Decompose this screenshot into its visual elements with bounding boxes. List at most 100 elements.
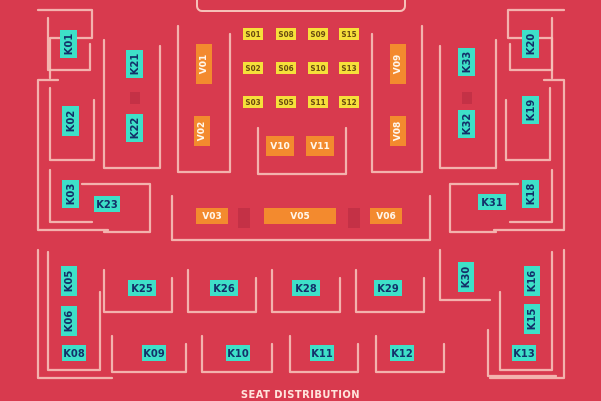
section-label: S10 — [310, 63, 326, 73]
stage-edge — [196, 0, 406, 12]
section-v02[interactable]: V02 — [194, 116, 210, 146]
section-k20[interactable]: K20 — [522, 30, 539, 58]
section-k01[interactable]: K01 — [60, 30, 77, 58]
section-v05[interactable]: V05 — [264, 208, 336, 224]
section-label: K02 — [64, 110, 78, 132]
section-s08[interactable]: S08 — [276, 28, 296, 40]
section-s01[interactable]: S01 — [243, 28, 263, 40]
section-label: K20 — [524, 33, 538, 55]
section-k05[interactable]: K05 — [61, 266, 77, 296]
section-k25[interactable]: K25 — [128, 280, 156, 296]
section-label: K25 — [131, 281, 153, 295]
section-k18[interactable]: K18 — [522, 180, 539, 208]
section-k16[interactable]: K16 — [524, 266, 540, 296]
section-k11[interactable]: K11 — [310, 345, 334, 361]
section-label: V11 — [310, 140, 330, 152]
section-label: S06 — [278, 63, 294, 73]
section-v11[interactable]: V11 — [306, 136, 334, 156]
section-label: K12 — [391, 346, 413, 360]
section-k10[interactable]: K10 — [226, 345, 250, 361]
section-s02[interactable]: S02 — [243, 62, 263, 74]
section-k09[interactable]: K09 — [142, 345, 166, 361]
section-k26[interactable]: K26 — [210, 280, 238, 296]
section-k29[interactable]: K29 — [374, 280, 402, 296]
section-label: K21 — [128, 53, 142, 75]
section-label: V06 — [376, 210, 396, 222]
section-k08[interactable]: K08 — [62, 345, 86, 361]
section-s03[interactable]: S03 — [243, 96, 263, 108]
section-label: K26 — [213, 281, 235, 295]
section-label: V01 — [198, 54, 210, 74]
section-label: K08 — [63, 346, 85, 360]
section-label: K19 — [524, 99, 538, 121]
section-label: V03 — [202, 210, 222, 222]
section-label: K01 — [62, 33, 76, 55]
section-label: K16 — [525, 270, 539, 292]
section-s13[interactable]: S13 — [339, 62, 359, 74]
section-label: S01 — [245, 29, 261, 39]
section-label: S05 — [278, 97, 294, 107]
section-s06[interactable]: S06 — [276, 62, 296, 74]
section-s09[interactable]: S09 — [308, 28, 328, 40]
section-label: K15 — [525, 308, 539, 330]
section-k31[interactable]: K31 — [478, 194, 506, 210]
section-label: K32 — [460, 113, 474, 135]
section-v10[interactable]: V10 — [266, 136, 294, 156]
section-label: K31 — [481, 195, 503, 209]
section-s11[interactable]: S11 — [308, 96, 328, 108]
section-label: K13 — [513, 346, 535, 360]
section-k28[interactable]: K28 — [292, 280, 320, 296]
section-v09[interactable]: V09 — [390, 44, 406, 84]
section-k12[interactable]: K12 — [390, 345, 414, 361]
wall-outer-nw — [36, 8, 94, 80]
section-k32[interactable]: K32 — [458, 110, 475, 138]
section-s05[interactable]: S05 — [276, 96, 296, 108]
section-label: K05 — [62, 270, 76, 292]
section-k21[interactable]: K21 — [126, 50, 143, 78]
section-label: K18 — [524, 183, 538, 205]
section-label: K03 — [64, 183, 78, 205]
section-label: K29 — [377, 281, 399, 295]
section-label: S08 — [278, 29, 294, 39]
section-label: K33 — [460, 51, 474, 73]
section-label: K06 — [62, 310, 76, 332]
section-label: S11 — [310, 97, 326, 107]
section-k03[interactable]: K03 — [62, 180, 79, 208]
section-k22[interactable]: K22 — [126, 114, 143, 142]
section-k13[interactable]: K13 — [512, 345, 536, 361]
section-label: V02 — [196, 121, 208, 141]
section-v08[interactable]: V08 — [390, 116, 406, 146]
section-label: K28 — [295, 281, 317, 295]
section-label: S02 — [245, 63, 261, 73]
section-label: K09 — [143, 346, 165, 360]
section-label: S15 — [341, 29, 357, 39]
seat-distribution-caption: SEAT DISTRIBUTION — [240, 388, 361, 401]
section-k30[interactable]: K30 — [458, 262, 474, 292]
section-label: S09 — [310, 29, 326, 39]
section-k23[interactable]: K23 — [94, 196, 120, 212]
section-k19[interactable]: K19 — [522, 96, 539, 124]
section-label: K10 — [227, 346, 249, 360]
section-label: K30 — [459, 266, 473, 288]
section-label: S13 — [341, 63, 357, 73]
section-label: V09 — [392, 54, 404, 74]
section-k06[interactable]: K06 — [61, 306, 77, 336]
section-k02[interactable]: K02 — [62, 106, 79, 136]
section-label: V10 — [270, 140, 290, 152]
section-s10[interactable]: S10 — [308, 62, 328, 74]
section-label: K22 — [128, 117, 142, 139]
section-label: S03 — [245, 97, 261, 107]
section-label: V08 — [392, 121, 404, 141]
section-label: V05 — [290, 210, 310, 222]
section-v06[interactable]: V06 — [370, 208, 402, 224]
section-s15[interactable]: S15 — [339, 28, 359, 40]
section-k15[interactable]: K15 — [524, 304, 540, 334]
section-label: K23 — [96, 197, 118, 211]
section-v03[interactable]: V03 — [196, 208, 228, 224]
section-label: K11 — [311, 346, 333, 360]
section-k33[interactable]: K33 — [458, 48, 475, 76]
section-s12[interactable]: S12 — [339, 96, 359, 108]
section-v01[interactable]: V01 — [196, 44, 212, 84]
section-label: S12 — [341, 97, 357, 107]
